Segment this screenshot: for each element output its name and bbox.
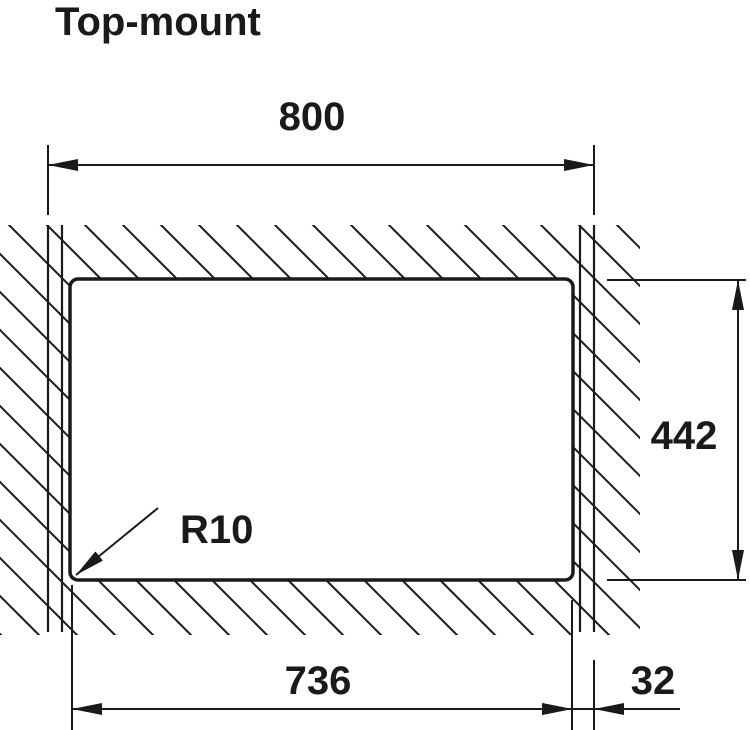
hatch-line [0,225,179,635]
hatch-line [0,225,27,635]
dimension-736-label: 736 [285,659,352,703]
sink-cutout-outline [68,277,575,582]
hatch-line [0,225,255,635]
radius-label: R10 [180,508,253,552]
dimension-800-label: 800 [279,95,346,139]
frame-lines [46,225,596,632]
hatch-line [515,225,640,635]
hatch-line [0,225,103,635]
dimension-32-label: 32 [631,659,676,703]
dimension-442-label: 442 [651,414,718,458]
drawing-title: Top-mount [55,0,261,44]
radius-leader [75,507,159,576]
dimension-442 [607,279,746,581]
hatch-line [0,225,217,635]
hatch-line [553,225,640,635]
dimension-736 [71,585,573,730]
dimension-32 [540,660,680,730]
hatch-line [401,225,640,635]
label-background [640,410,730,456]
hatch-line [477,225,640,635]
dimension-800 [47,145,595,215]
hatch-line [0,225,141,635]
hatch-line [439,225,640,635]
